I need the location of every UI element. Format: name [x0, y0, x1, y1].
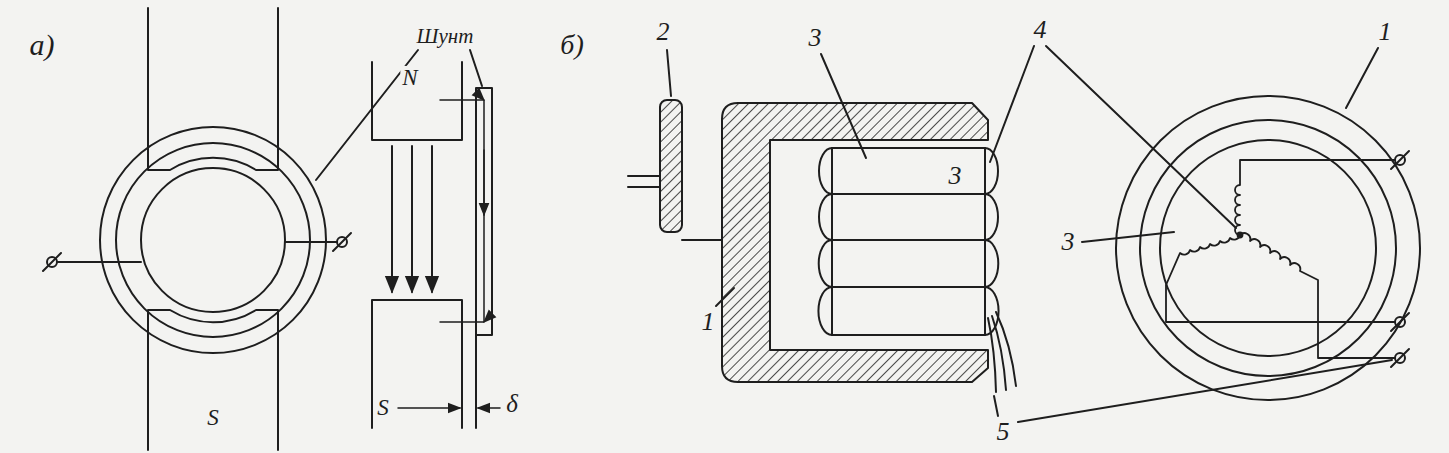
- leader-line: [470, 50, 482, 86]
- terminal: [57, 261, 141, 263]
- leader-line: [1082, 232, 1174, 242]
- pole-side-view: [372, 62, 462, 140]
- gap-dimension: [398, 407, 500, 409]
- panel-letter: а): [28, 29, 57, 61]
- pole-letter: N: [400, 66, 419, 90]
- coil: [818, 148, 832, 335]
- flux-arrow: [391, 146, 393, 292]
- leader-line: [716, 288, 734, 306]
- terminal: [333, 233, 351, 251]
- lead-wire: [992, 316, 1006, 390]
- callout-number: 4: [1032, 16, 1049, 43]
- shunt-plate: [440, 88, 492, 335]
- leader-line: [667, 50, 671, 96]
- pole-side-view: [372, 300, 462, 428]
- magnet-pole: [148, 8, 278, 450]
- callout-number: 3: [807, 24, 824, 51]
- magnet-pole: [148, 8, 278, 170]
- callout-number: 1: [700, 308, 717, 335]
- star-winding: [1166, 160, 1395, 358]
- flux-arrow: [392, 146, 432, 292]
- leader-line: [994, 396, 998, 416]
- callout-number: 3: [1060, 228, 1077, 255]
- callout-number: 1: [1377, 18, 1394, 45]
- gap-dimension: [398, 407, 460, 409]
- leader-line: [1346, 48, 1378, 108]
- pole-letter: S: [375, 396, 391, 420]
- flux-arrow: [411, 146, 413, 292]
- stator-end-view: [1140, 120, 1396, 376]
- leader-line: [1018, 360, 1392, 422]
- stator-core: [832, 194, 985, 287]
- shunt-ring-front-view: [141, 168, 285, 312]
- stator-end-view: [1160, 140, 1376, 356]
- star-winding: [1166, 235, 1395, 322]
- terminal: [1391, 151, 1409, 367]
- lead-wire: [988, 312, 1016, 392]
- leader-line: [821, 54, 866, 158]
- magnet-pole: [148, 310, 278, 450]
- gear: [660, 100, 682, 232]
- shunt-plate: [440, 100, 484, 322]
- shunt-ring-front-view: [100, 127, 326, 353]
- terminal: [285, 241, 337, 243]
- stator-end-view: [1116, 96, 1420, 400]
- panel-letter: б): [558, 30, 585, 59]
- stator-end-view: [1116, 96, 1420, 400]
- terminal: [1391, 151, 1409, 169]
- housing: [722, 103, 988, 382]
- callout-number: 5: [995, 418, 1012, 445]
- leader-line: [1046, 46, 1236, 228]
- part-name: Шунт: [415, 25, 476, 47]
- gap-dimension: [478, 407, 500, 409]
- housing: [722, 103, 988, 382]
- star-winding: [1235, 160, 1395, 235]
- coil: [818, 148, 998, 335]
- leader-line: [990, 46, 1034, 162]
- callout-number: 2: [655, 18, 672, 45]
- shunt-plate: [483, 150, 485, 215]
- stator-core: [832, 148, 985, 335]
- leader-line: [667, 46, 1392, 422]
- terminal: [43, 253, 61, 271]
- pole-letter: S: [205, 406, 221, 430]
- gear: [628, 176, 722, 240]
- leader-line: [316, 50, 482, 180]
- coil: [985, 148, 999, 335]
- flux-arrow: [431, 146, 433, 292]
- pole-side-view: [372, 62, 476, 428]
- terminal: [43, 233, 351, 271]
- star-winding: [1238, 233, 1243, 238]
- callout-number: 3: [947, 162, 964, 189]
- terminal: [1391, 349, 1409, 367]
- shunt-ring-front-view: [116, 143, 310, 337]
- lead-wire: [988, 318, 996, 392]
- terminal: [1391, 313, 1409, 331]
- pole-side-view: [475, 330, 477, 428]
- gear: [628, 100, 722, 240]
- stator-core: [832, 148, 985, 335]
- star-winding: [1240, 233, 1395, 358]
- gap-symbol: δ: [504, 391, 520, 417]
- shunt-ring-front-view: [100, 127, 326, 353]
- lead-wire: [996, 312, 1016, 386]
